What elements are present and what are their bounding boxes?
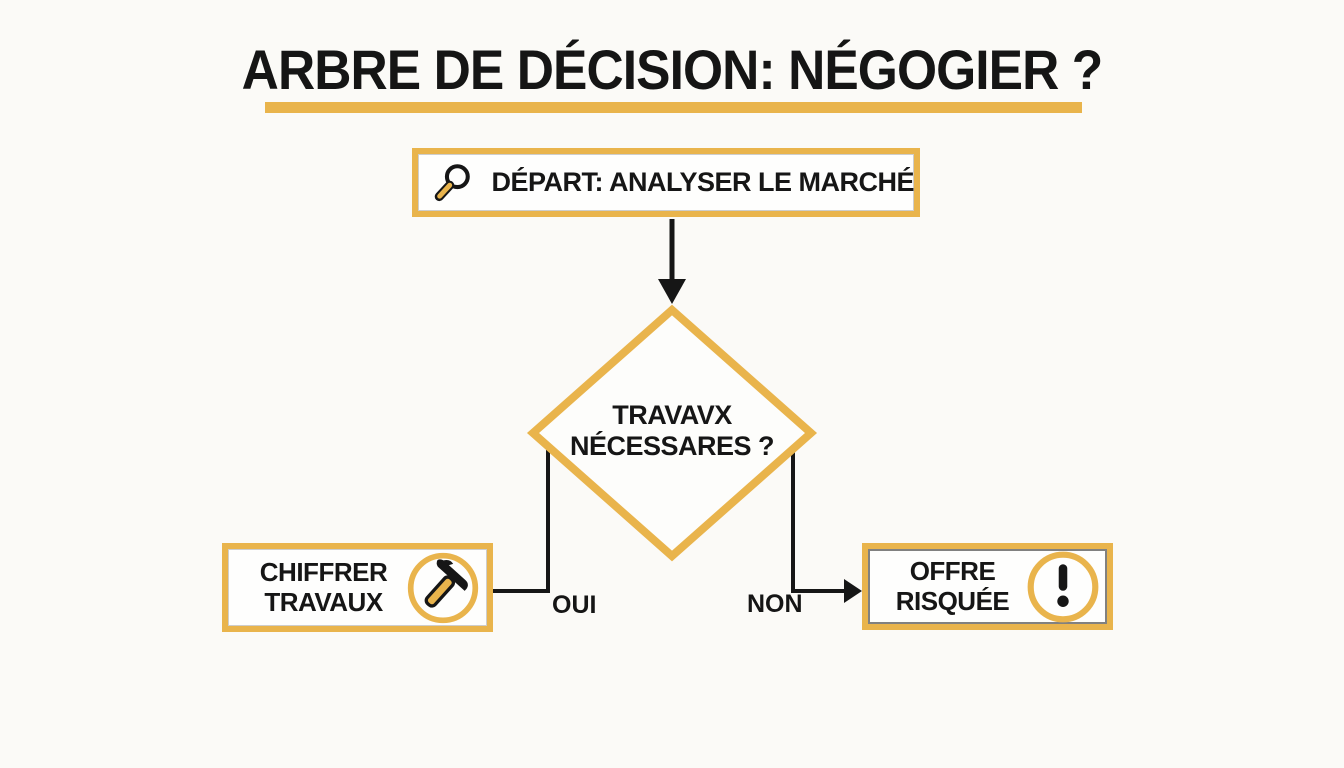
hammer-icon — [407, 552, 479, 623]
offre-line1: OFFRE — [909, 556, 996, 587]
node-decision-label: TRAVAVX NÉCESSARES ? — [512, 400, 832, 463]
edge-no-line — [791, 450, 845, 593]
node-offre-risquee-label: OFFRE RISQUÉE — [880, 557, 1025, 615]
chiffrer-line2: TRAVAUX — [264, 586, 383, 617]
offre-line2: RISQUÉE — [895, 585, 1010, 616]
edge-label-oui: OUI — [552, 591, 597, 619]
title-underline — [265, 102, 1082, 113]
decision-diamond-shape — [526, 304, 818, 562]
decision-label-line1: TRAVAVX — [612, 400, 732, 430]
node-start-label: DÉPART: ANALYSER LE MARCHÉ — [491, 167, 914, 197]
node-chiffrer-travaux-label: CHIFFRER TRAVAUX — [242, 558, 405, 616]
chiffrer-line1: CHIFFRER — [259, 557, 388, 588]
edge-yes-line — [493, 450, 550, 593]
node-offre-risquee: OFFRE RISQUÉE — [862, 543, 1113, 630]
magnifier-icon — [434, 163, 470, 201]
arrowhead-down-icon — [658, 279, 686, 304]
decision-label-line2: NÉCESSARES ? — [569, 431, 775, 462]
arrowhead-right-icon — [844, 579, 862, 603]
page-title: ARBRE DE DÉCISION: NÉGOGIER ? — [241, 38, 1104, 101]
node-start: DÉPART: ANALYSER LE MARCHÉ — [412, 148, 920, 217]
exclamation-icon — [1027, 551, 1099, 622]
node-chiffrer-travaux: CHIFFRER TRAVAUX — [222, 543, 493, 632]
edge-label-non: NON — [747, 590, 803, 618]
arrow-start-to-decision — [658, 219, 686, 304]
